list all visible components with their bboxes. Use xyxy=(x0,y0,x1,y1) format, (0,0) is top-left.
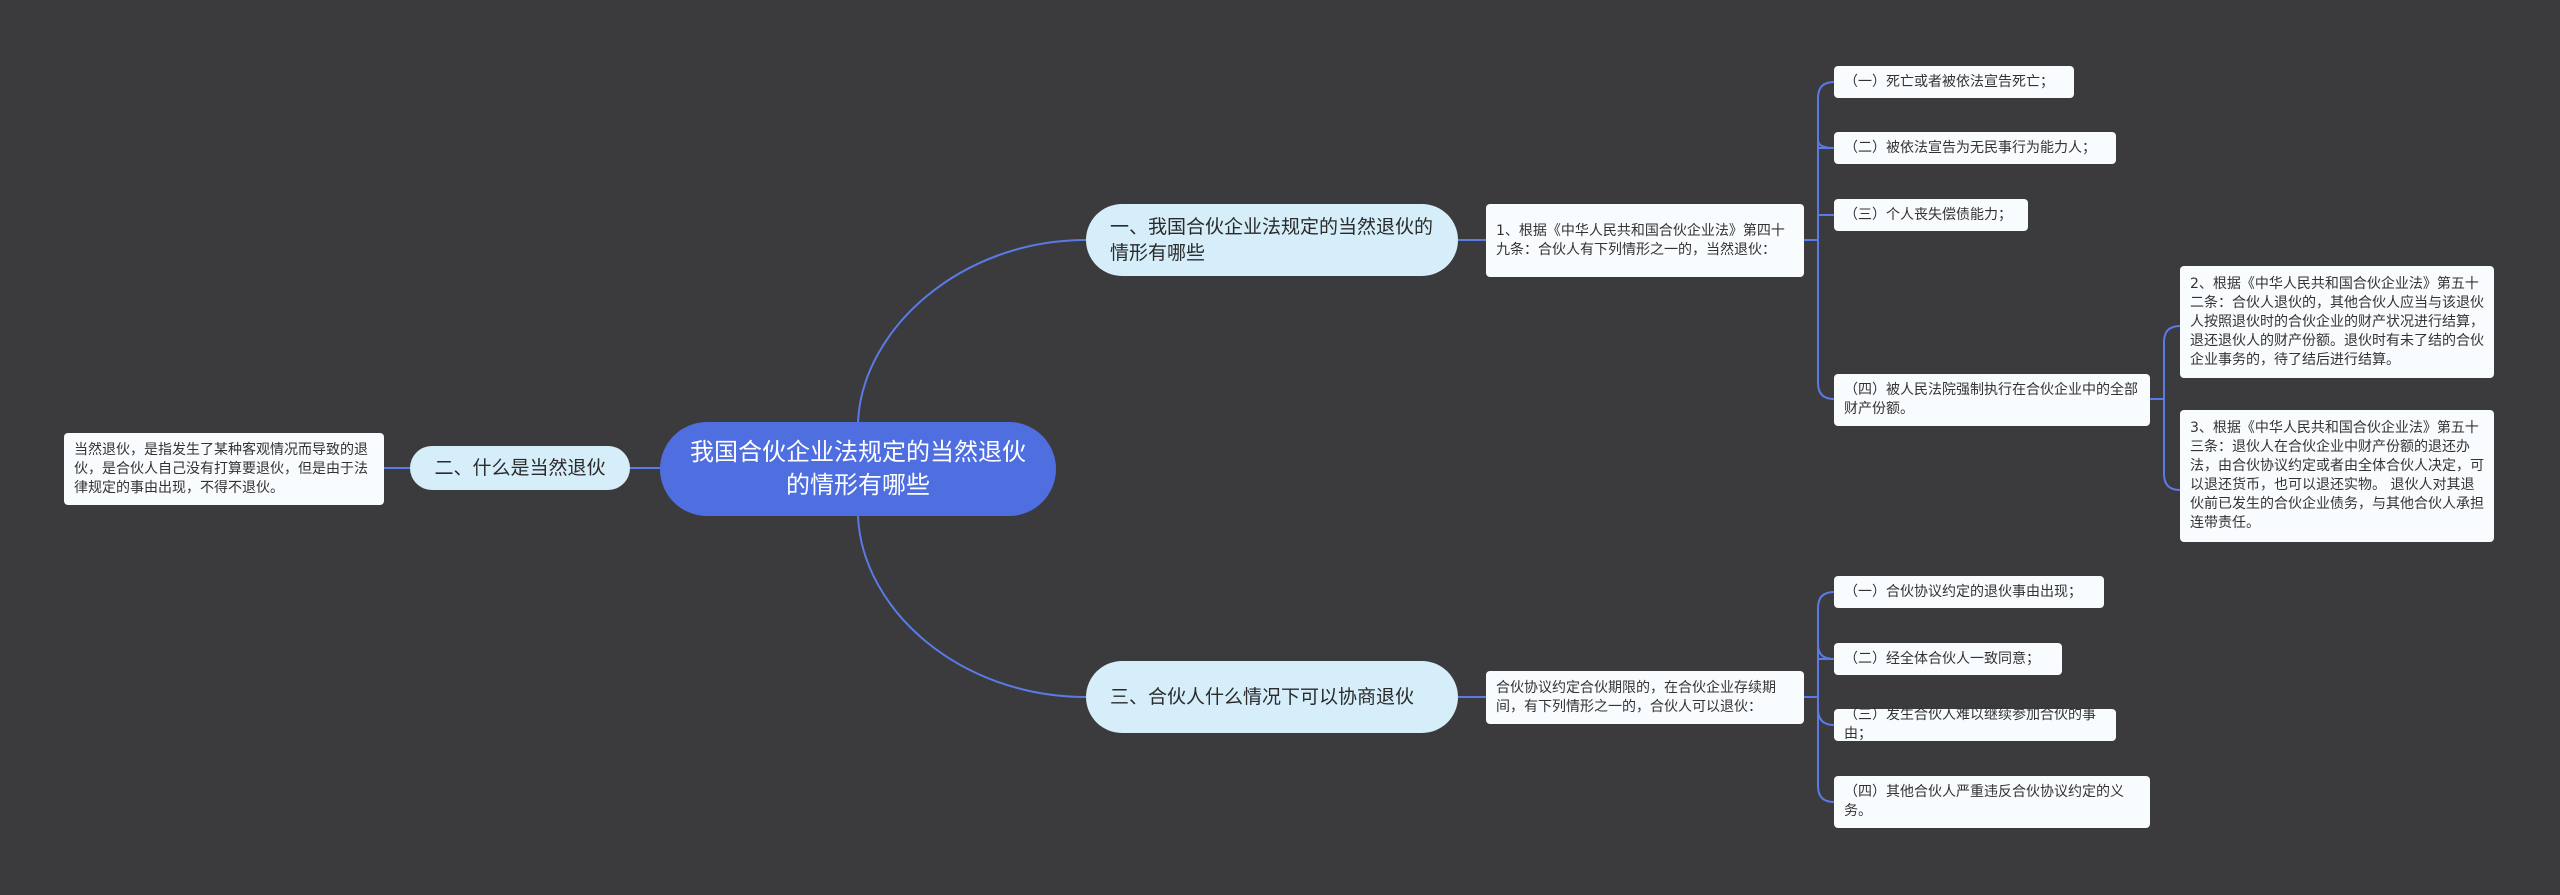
branch1-item-2-text: （二）被依法宣告为无民事行为能力人； xyxy=(1844,139,2096,156)
branch-negotiated-withdrawal[interactable]: 三、合伙人什么情况下可以协商退伙 xyxy=(1086,661,1458,733)
branch3-item-2-text: （二）经全体合伙人一致同意； xyxy=(1844,650,2040,667)
root-label: 我国合伙企业法规定的当然退伙的情形有哪些 xyxy=(690,438,1026,499)
branch1-item-1-text: （一）死亡或者被依法宣告死亡； xyxy=(1844,73,2054,90)
branch2-note[interactable]: 当然退伙，是指发生了某种客观情况而导致的退伙，是合伙人自己没有打算要退伙，但是由… xyxy=(64,433,384,505)
branch3-item-3[interactable]: （三）发生合伙人难以继续参加合伙的事由； xyxy=(1834,707,2116,742)
branch3-item-2[interactable]: （二）经全体合伙人一致同意； xyxy=(1834,643,2062,675)
branch1-item-3[interactable]: （三）个人丧失偿债能力； xyxy=(1834,199,2028,231)
edge-item4-subnotes xyxy=(2150,325,2181,491)
edge-root-branch3 xyxy=(857,515,1087,698)
branch3-item-4[interactable]: （四）其他合伙人严重违反合伙协议约定的义务。 xyxy=(1834,776,2150,828)
branch1-clause-text: 1、根据《中华人民共和国合伙企业法》第四十九条：合伙人有下列情形之一的，当然退伙… xyxy=(1496,222,1785,258)
edge-clause3-items xyxy=(1804,591,1835,803)
branch1-subnote-1-text: 2、根据《中华人民共和国合伙企业法》第五十二条：合伙人退伙的，其他合伙人应当与该… xyxy=(2190,275,2484,368)
edge-clause1-items xyxy=(1804,81,1835,400)
edge-root-branch1 xyxy=(857,239,1087,423)
branch1-clause[interactable]: 1、根据《中华人民共和国合伙企业法》第四十九条：合伙人有下列情形之一的，当然退伙… xyxy=(1486,204,1804,277)
branch1-item-4[interactable]: （四）被人民法院强制执行在合伙企业中的全部财产份额。 xyxy=(1834,374,2150,426)
branch3-item-1-text: （一）合伙协议约定的退伙事由出现； xyxy=(1844,583,2082,600)
branch1-item-1[interactable]: （一）死亡或者被依法宣告死亡； xyxy=(1834,66,2074,98)
branch1-subnote-settlement[interactable]: 2、根据《中华人民共和国合伙企业法》第五十二条：合伙人退伙的，其他合伙人应当与该… xyxy=(2180,266,2494,378)
branch1-subnote-2-text: 3、根据《中华人民共和国合伙企业法》第五十三条：退伙人在合伙企业中财产份额的退还… xyxy=(2190,420,2484,531)
branch1-label: 一、我国合伙企业法规定的当然退伙的情形有哪些 xyxy=(1110,216,1434,264)
branch2-label: 二、什么是当然退伙 xyxy=(434,457,606,479)
branch2-note-text: 当然退伙，是指发生了某种客观情况而导致的退伙，是合伙人自己没有打算要退伙，但是由… xyxy=(74,441,368,496)
branch3-item-3-text: （三）发生合伙人难以继续参加合伙的事由； xyxy=(1844,707,2096,742)
branch-what-is-automatic-withdrawal[interactable]: 二、什么是当然退伙 xyxy=(410,446,630,490)
branch3-item-4-text: （四）其他合伙人严重违反合伙协议约定的义务。 xyxy=(1844,784,2124,819)
branch1-item-4-text: （四）被人民法院强制执行在合伙企业中的全部财产份额。 xyxy=(1844,382,2138,417)
branch3-label: 三、合伙人什么情况下可以协商退伙 xyxy=(1110,686,1415,708)
branch3-clause[interactable]: 合伙协议约定合伙期限的，在合伙企业存续期间，有下列情形之一的，合伙人可以退伙： xyxy=(1486,671,1804,724)
branch-automatic-withdrawal-cases[interactable]: 一、我国合伙企业法规定的当然退伙的情形有哪些 xyxy=(1086,204,1458,276)
branch1-item-2[interactable]: （二）被依法宣告为无民事行为能力人； xyxy=(1834,132,2116,164)
branch1-subnote-refund[interactable]: 3、根据《中华人民共和国合伙企业法》第五十三条：退伙人在合伙企业中财产份额的退还… xyxy=(2180,410,2494,542)
branch1-item-3-text: （三）个人丧失偿债能力； xyxy=(1844,206,2012,223)
branch3-clause-text: 合伙协议约定合伙期限的，在合伙企业存续期间，有下列情形之一的，合伙人可以退伙： xyxy=(1496,679,1776,715)
root-node[interactable]: 我国合伙企业法规定的当然退伙的情形有哪些 xyxy=(660,422,1056,516)
branch3-item-1[interactable]: （一）合伙协议约定的退伙事由出现； xyxy=(1834,576,2104,608)
